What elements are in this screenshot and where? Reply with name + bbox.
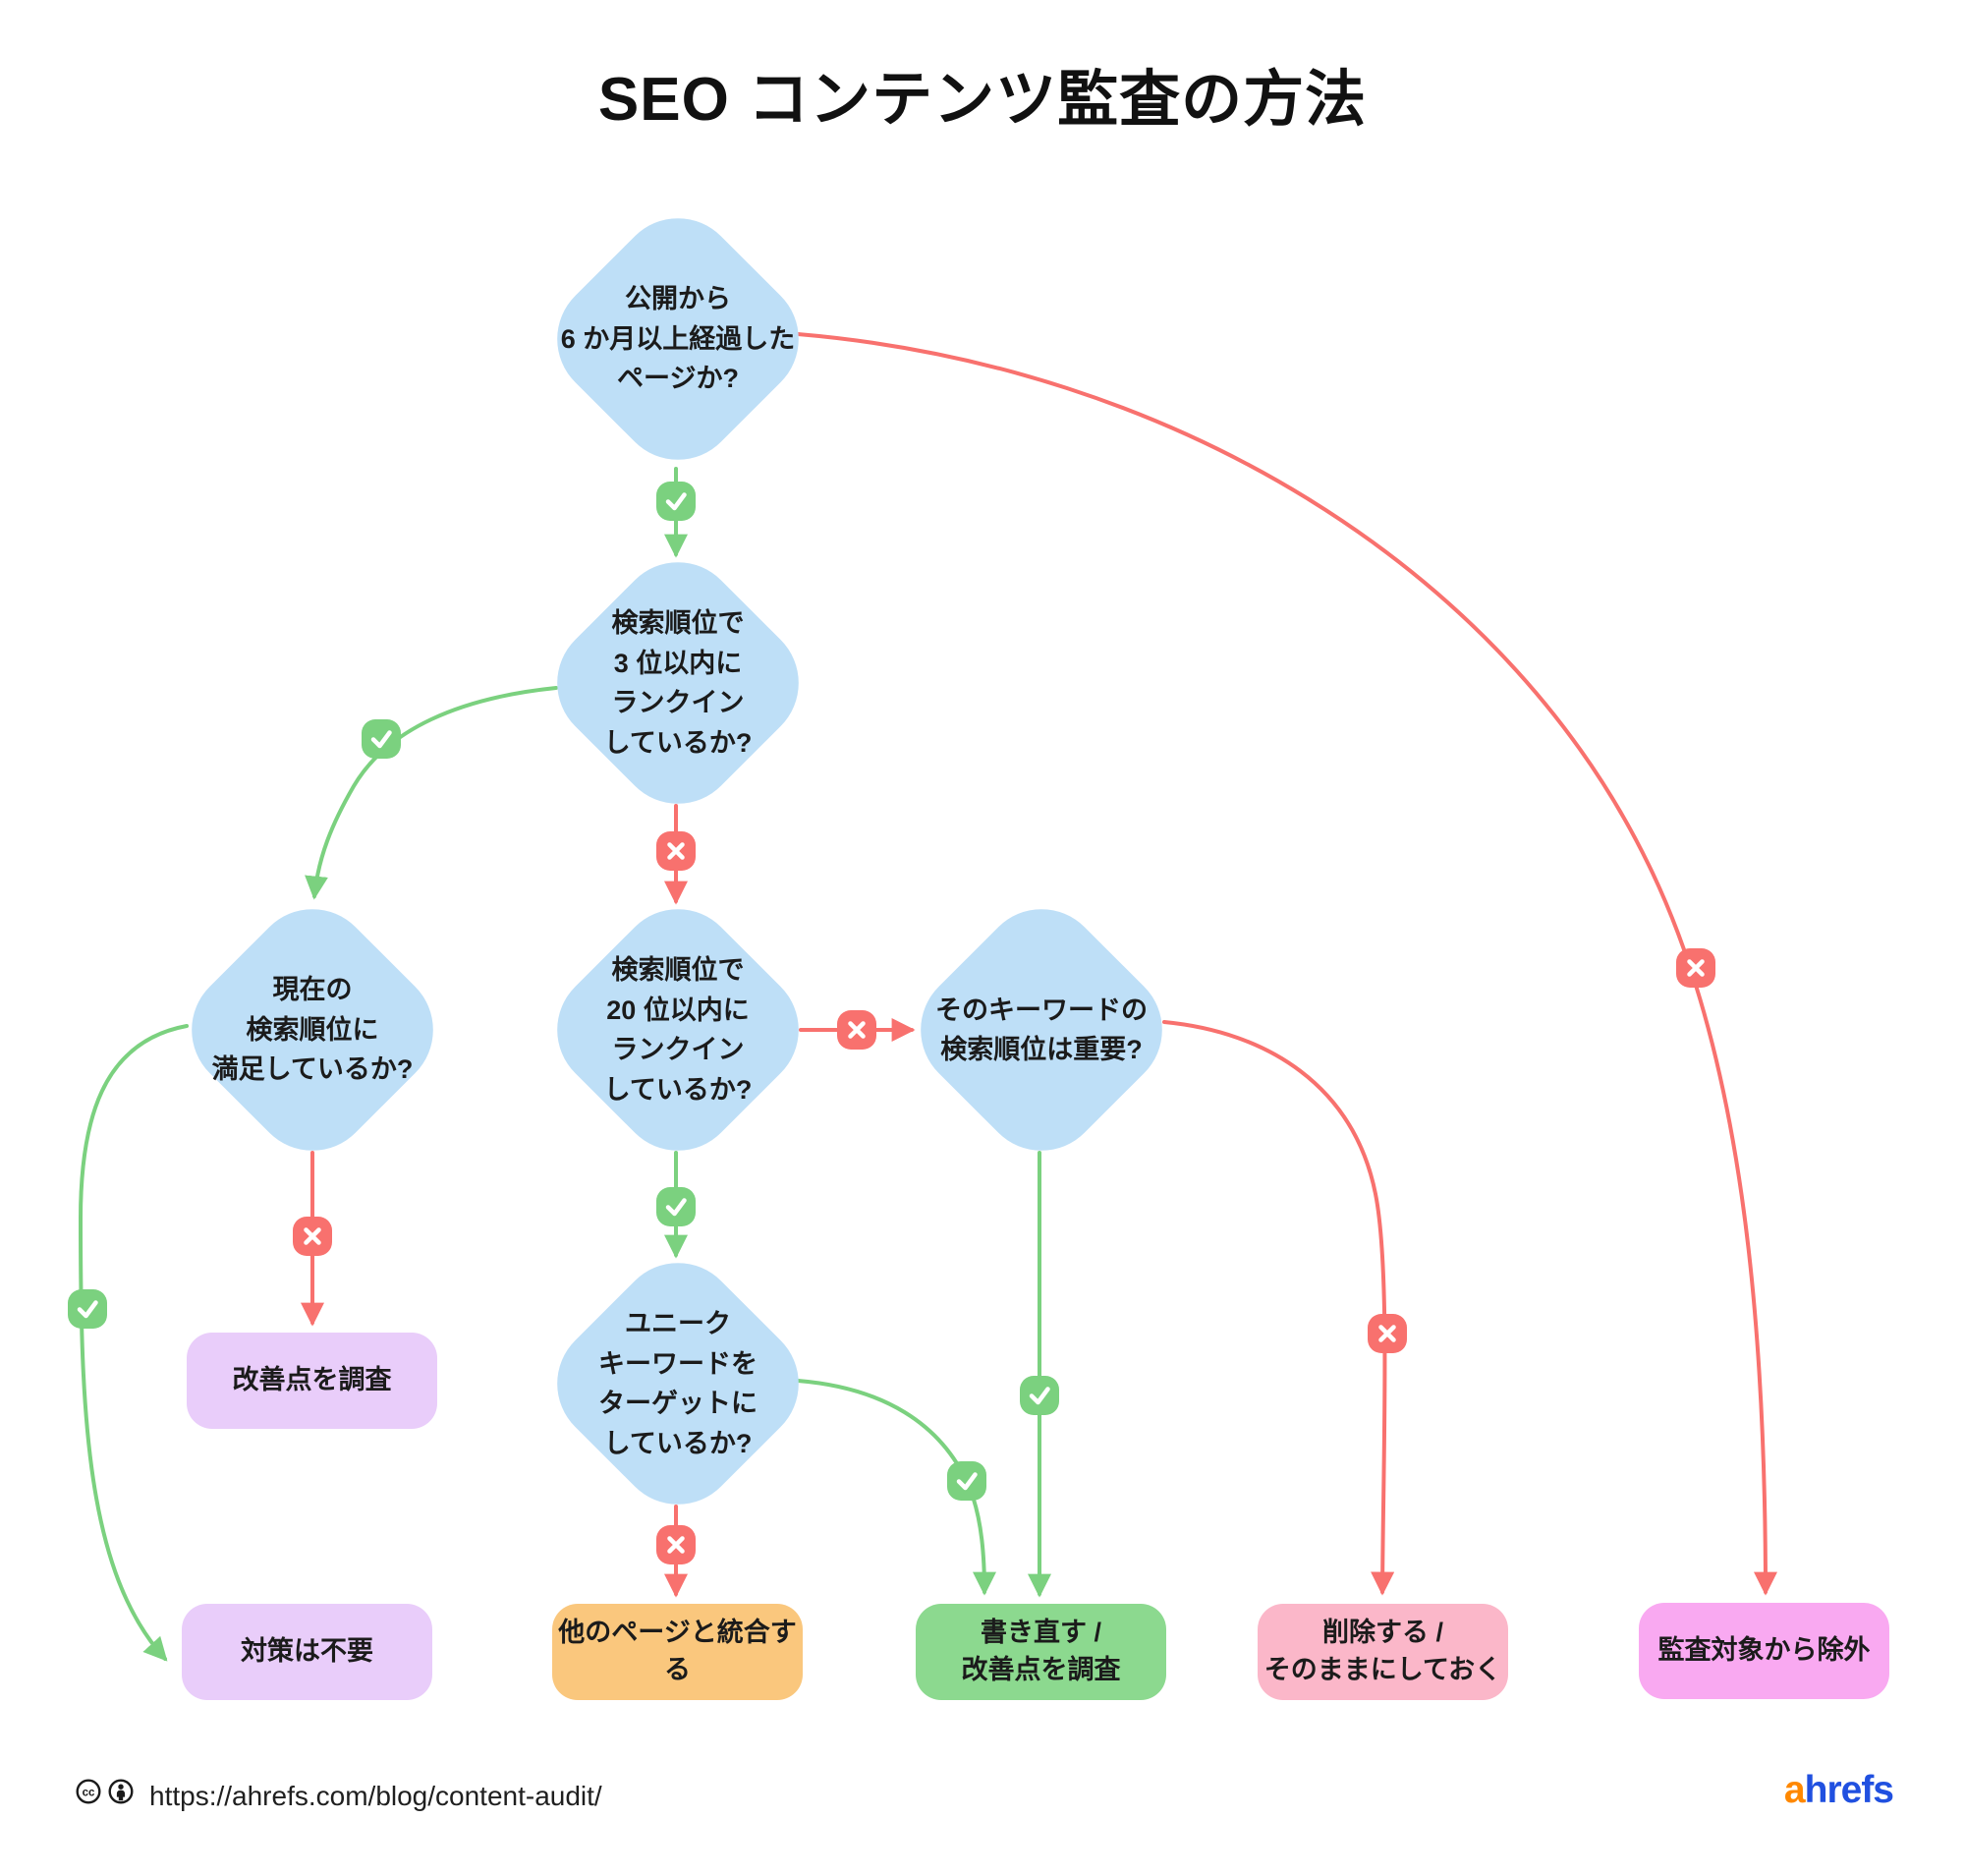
- connector-no-important-to-delete: [1162, 1020, 1395, 1596]
- connector-no-published-to-exclude: [796, 332, 1777, 1596]
- yes-check-icon: [68, 1289, 107, 1329]
- decision-label: そのキーワードの 検索順位は重要?: [935, 995, 1148, 1065]
- decision-label: ユニーク キーワードを ターゲットに しているか?: [598, 1309, 758, 1458]
- decision-label: 検索順位で 3 位以内に ランクイン しているか?: [603, 608, 753, 758]
- decision-node-satisfied-with-rank: 現在の 検索順位に 満足しているか?: [166, 883, 459, 1176]
- no-x-icon: [837, 1010, 876, 1050]
- decision-label: 検索順位で 20 位以内に ランクイン しているか?: [603, 955, 753, 1105]
- creative-commons-icon: cc: [76, 1779, 101, 1804]
- decision-node-rank-top-3: 検索順位で 3 位以内に ランクイン しているか?: [532, 537, 824, 829]
- outcome-rewrite-investigate: 書き直す / 改善点を調査: [916, 1604, 1166, 1700]
- ahrefs-logo: ahrefs: [1783, 1769, 1894, 1812]
- decision-node-rank-top-20: 検索順位で 20 位以内に ランクイン しているか?: [532, 883, 824, 1176]
- yes-check-icon: [947, 1461, 986, 1501]
- yes-check-icon: [1020, 1376, 1059, 1415]
- outcome-delete-or-leave: 削除する / そのままにしておく: [1258, 1604, 1508, 1700]
- decision-node-keyword-rank-important: そのキーワードの 検索順位は重要?: [895, 883, 1188, 1176]
- outcome-no-action-needed: 対策は不要: [182, 1604, 432, 1700]
- no-x-icon: [1368, 1314, 1407, 1353]
- attribution-person-icon: [108, 1779, 134, 1804]
- outcome-exclude-from-audit: 監査対象から除外: [1639, 1603, 1889, 1699]
- yes-check-icon: [362, 719, 401, 759]
- yes-check-icon: [656, 482, 696, 521]
- yes-check-icon: [656, 1187, 696, 1226]
- source-url: https://ahrefs.com/blog/content-audit/: [149, 1781, 602, 1811]
- decision-node-targets-unique-keyword: ユニーク キーワードを ターゲットに しているか?: [532, 1237, 824, 1530]
- decision-label: 現在の 検索順位に 満足しているか?: [211, 975, 414, 1085]
- connector-yes-top3-to-satisfied: [305, 686, 558, 900]
- license-icons: cc: [76, 1779, 134, 1804]
- ahrefs-logo-hrefs: hrefs: [1804, 1769, 1894, 1811]
- no-x-icon: [293, 1217, 332, 1256]
- no-x-icon: [656, 1525, 696, 1564]
- outcome-investigate-improvements: 改善点を調査: [187, 1333, 437, 1429]
- page-title: SEO コンテンツ監査の方法: [597, 66, 1368, 134]
- no-x-icon: [656, 831, 696, 871]
- cc-glyph: cc: [83, 1788, 95, 1799]
- decision-label: 公開から 6 か月以上経過した ページか?: [560, 284, 796, 394]
- ahrefs-logo-a: a: [1783, 1769, 1806, 1811]
- decision-node-published-6-months: 公開から 6 か月以上経過した ページか?: [532, 193, 824, 485]
- connector-yes-satisfied-to-noaction: [78, 1024, 189, 1662]
- no-x-icon: [1676, 948, 1715, 988]
- outcome-merge-with-other-pages: 他のページと統合する: [552, 1604, 803, 1700]
